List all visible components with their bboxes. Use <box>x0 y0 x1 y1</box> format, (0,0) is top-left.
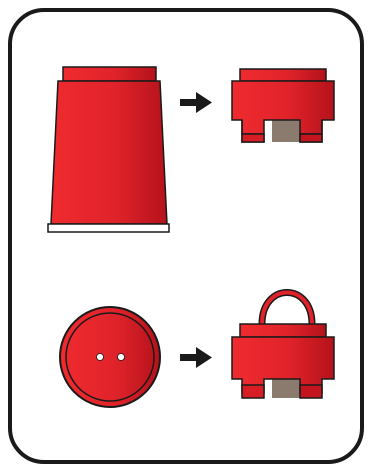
button-icon <box>59 306 161 408</box>
block-with-handle-icon <box>231 289 335 399</box>
right-arrow-icon <box>180 92 212 113</box>
cup-icon <box>47 66 170 233</box>
right-arrow-icon <box>180 347 212 368</box>
cut-block-icon <box>231 68 335 143</box>
